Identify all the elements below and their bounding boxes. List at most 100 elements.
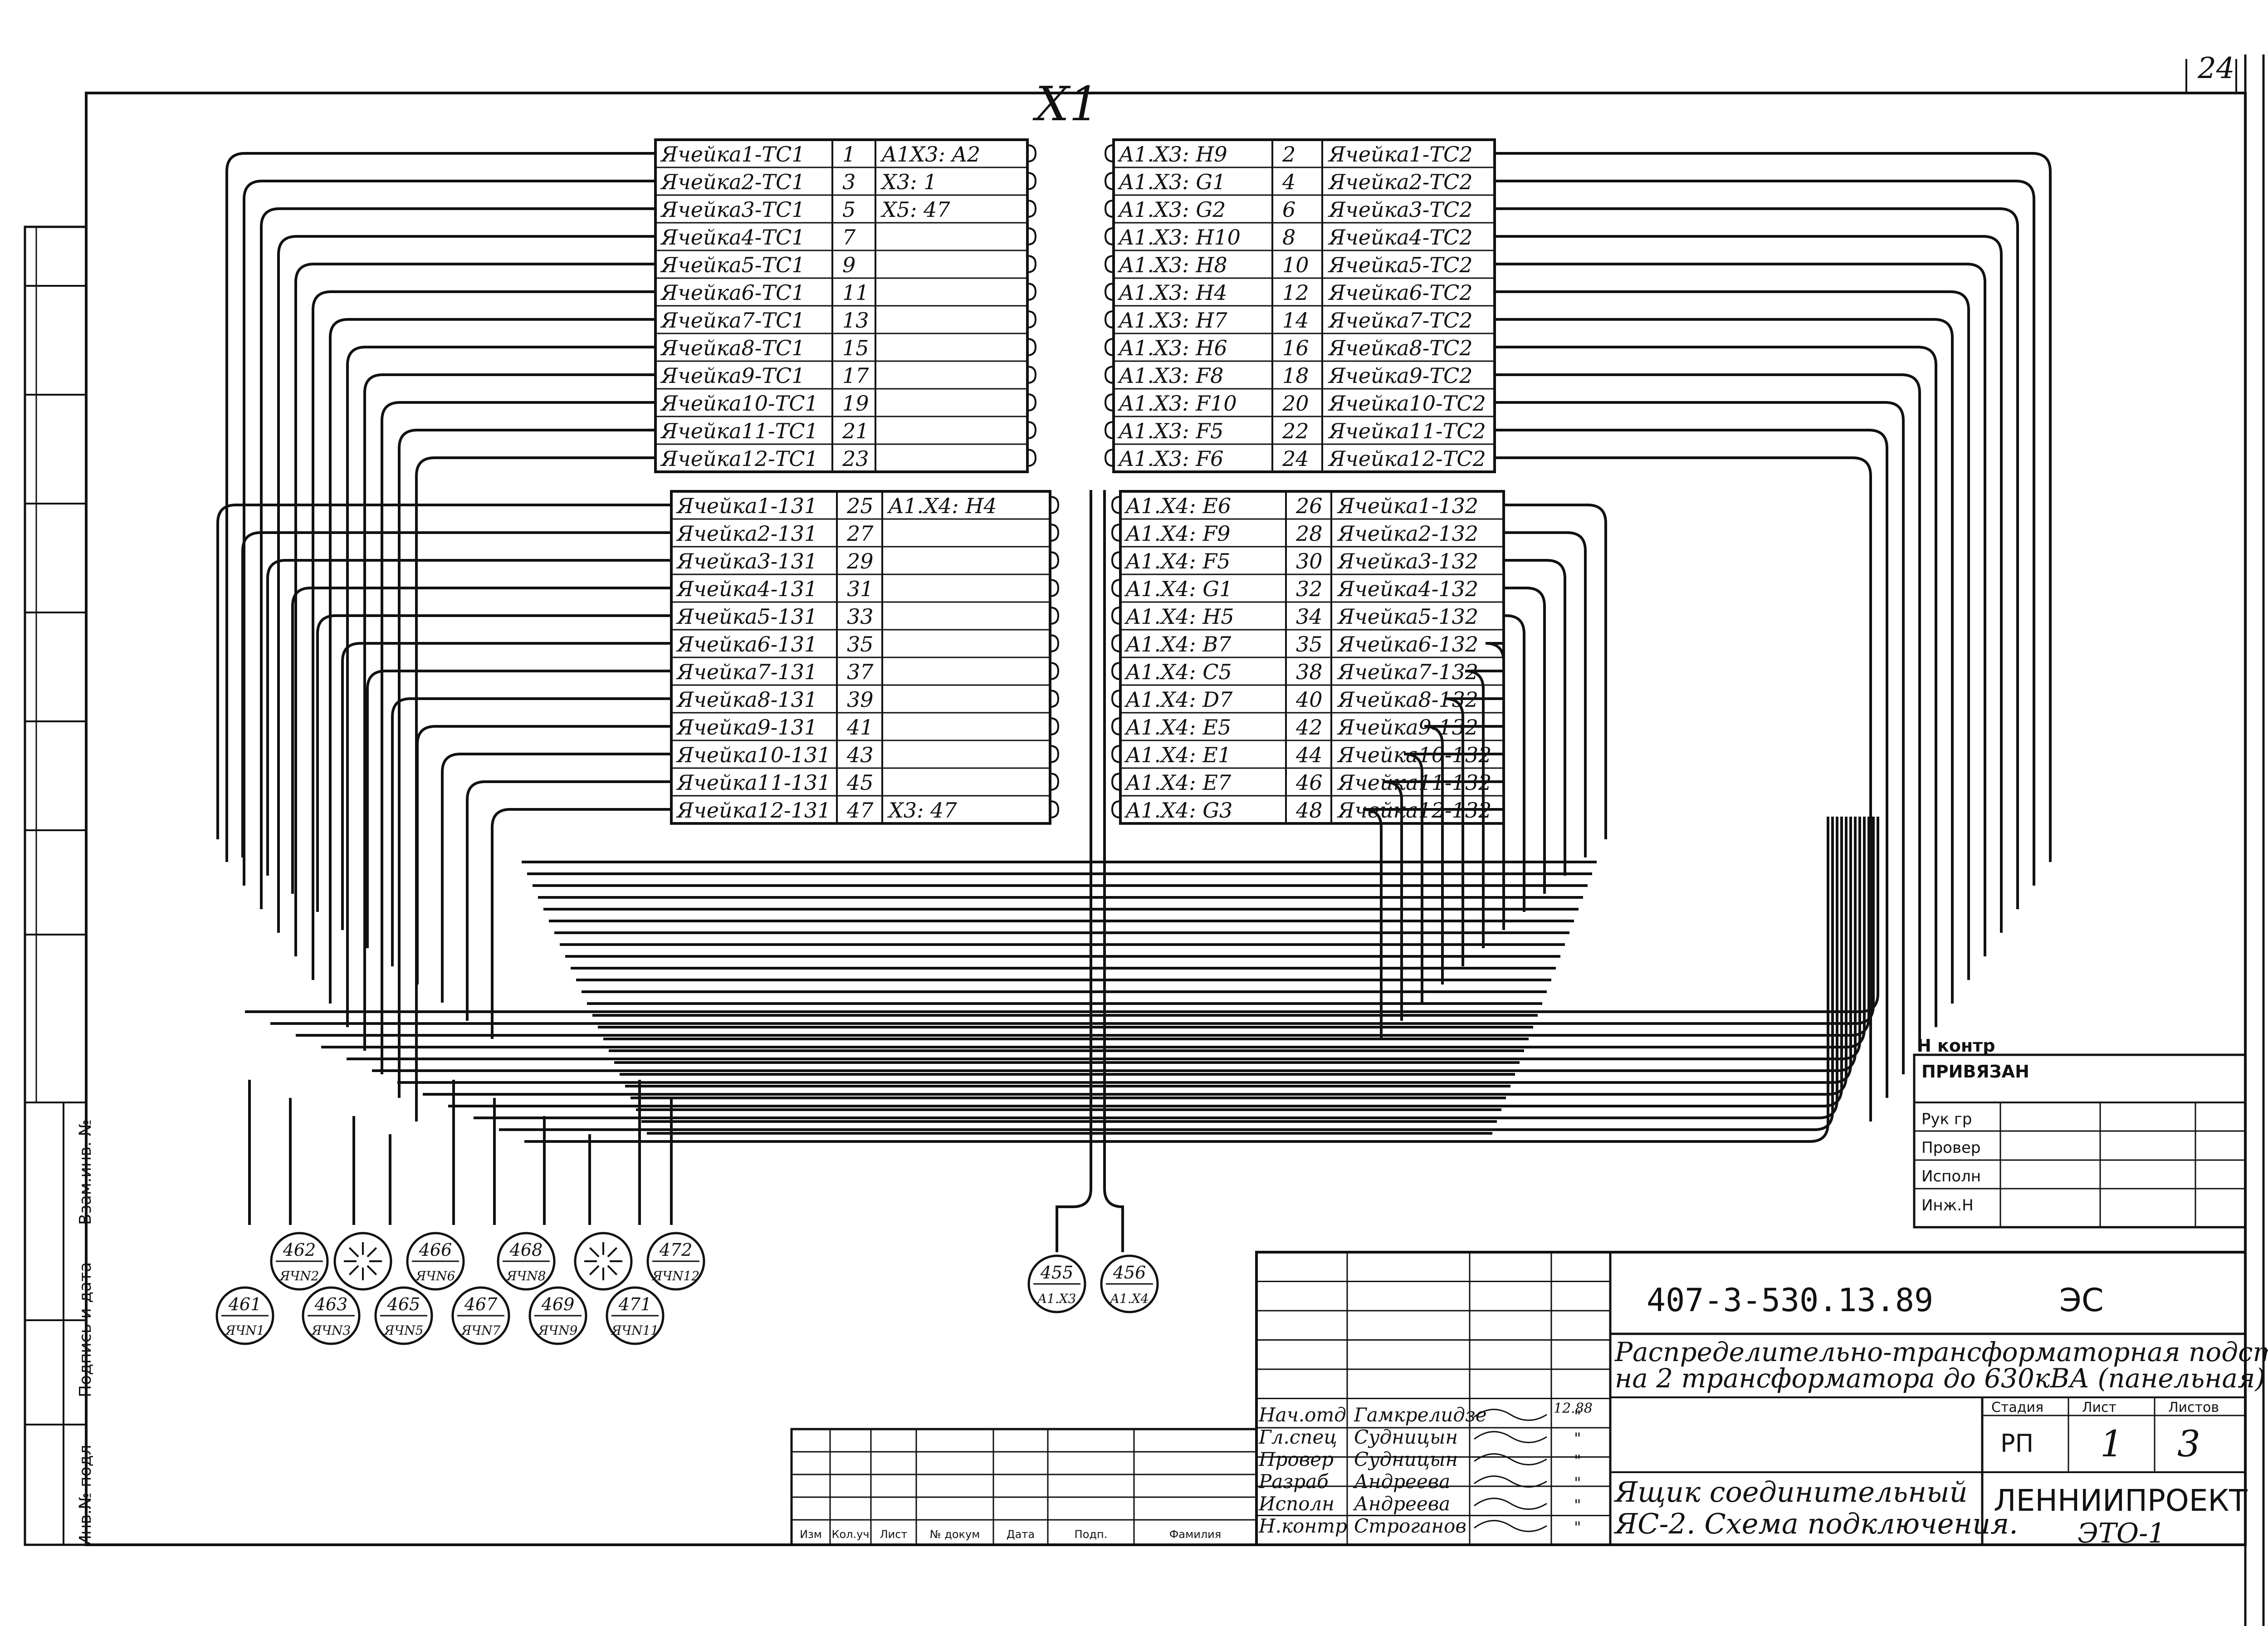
terminal-number: 21 bbox=[842, 419, 869, 443]
connector-tab bbox=[1027, 421, 1037, 439]
staff-role: Нач.отд bbox=[1258, 1404, 1346, 1426]
wire-right bbox=[1424, 725, 1504, 984]
approval-box-title: Н контр bbox=[1917, 1036, 1995, 1056]
plug-number: 455 bbox=[1040, 1263, 1074, 1283]
wire-left bbox=[381, 401, 655, 1074]
signature-scribble bbox=[1474, 1475, 1547, 1488]
revision-table-frame bbox=[790, 1428, 1258, 1546]
terminal-cell: Ячейка2-132 bbox=[1337, 521, 1478, 546]
plug-number: 463 bbox=[314, 1294, 348, 1314]
connector-tab bbox=[1104, 421, 1114, 439]
terminal-number: 26 bbox=[1295, 494, 1323, 518]
approval-row-label: Рук гр bbox=[1921, 1110, 1972, 1128]
connector-tab bbox=[1027, 310, 1037, 328]
terminal-number: 42 bbox=[1295, 715, 1323, 740]
terminal-cell: Ячейка8-TC1 bbox=[660, 336, 805, 360]
connector-tab bbox=[1104, 449, 1114, 467]
terminal-cell: A1.X4: F9 bbox=[1124, 521, 1230, 546]
wire-right bbox=[1495, 263, 1986, 956]
connector-tab bbox=[1111, 551, 1121, 569]
connector-tab bbox=[1050, 524, 1060, 542]
stage-header: Стадия bbox=[1991, 1400, 2043, 1415]
terminal-cell: Ячейка3-132 bbox=[1337, 549, 1478, 573]
wire-right bbox=[1363, 808, 1504, 1039]
terminal-cell: Ячейка4-131 bbox=[676, 577, 817, 601]
wire-right bbox=[1495, 346, 1937, 1027]
connector-tab bbox=[1027, 172, 1037, 190]
wire-left bbox=[225, 152, 655, 862]
wire-bus bbox=[524, 817, 1829, 1143]
wire-center bbox=[1103, 490, 1124, 1252]
connector-tab bbox=[1104, 227, 1114, 245]
connector-tab bbox=[1027, 338, 1037, 356]
connector-tab bbox=[1050, 662, 1060, 680]
wire-right bbox=[1504, 614, 1525, 912]
terminal-cell: Ячейка8-132 bbox=[1337, 687, 1478, 712]
terminal-number: 15 bbox=[842, 336, 869, 360]
plug-number: 465 bbox=[387, 1294, 420, 1314]
terminal-number: 18 bbox=[1282, 363, 1309, 388]
terminal-cell: A1.X4: B7 bbox=[1124, 632, 1232, 656]
plug-circle bbox=[333, 1232, 392, 1291]
drawing-frame bbox=[24, 54, 2265, 1626]
terminal-cell: A1.X4: H5 bbox=[1124, 604, 1234, 629]
terminal-cell: Ячейка11-TC2 bbox=[1328, 419, 1486, 443]
connector-tab bbox=[1111, 662, 1121, 680]
sheet-title: Ящик соединительный bbox=[1613, 1475, 1968, 1508]
ditto-mark: " bbox=[1574, 1430, 1581, 1448]
connector-tab bbox=[1111, 634, 1121, 652]
terminal-number: 7 bbox=[842, 225, 856, 250]
terminal-number: 35 bbox=[1296, 632, 1323, 656]
connector-tab bbox=[1111, 773, 1121, 791]
wire-right bbox=[1495, 180, 2035, 886]
terminal-number: 29 bbox=[846, 549, 874, 573]
terminal-number: 6 bbox=[1282, 197, 1295, 222]
terminal-number: 10 bbox=[1282, 253, 1309, 277]
wire-left bbox=[243, 180, 655, 886]
terminal-cell: A1.X4: E5 bbox=[1124, 715, 1231, 740]
terminal-cell: Ячейка10-132 bbox=[1337, 743, 1491, 767]
terminal-number: 37 bbox=[847, 660, 874, 684]
terminal-cell: Ячейка6-132 bbox=[1337, 632, 1478, 656]
wire-left bbox=[294, 263, 655, 956]
document-code: 407-3-530.13.89 bbox=[1647, 1282, 1933, 1319]
terminal-cell: X3: 1 bbox=[880, 170, 937, 194]
terminal-number: 17 bbox=[842, 363, 869, 388]
connector-tab bbox=[1111, 800, 1121, 818]
terminal-cell: Ячейка9-131 bbox=[676, 715, 817, 740]
plug-label: ЯЧN1 bbox=[225, 1323, 265, 1338]
terminal-cell: A1.X4: F5 bbox=[1124, 549, 1230, 573]
terminal-cell: Ячейка1-132 bbox=[1337, 494, 1478, 518]
connector-tab bbox=[1027, 449, 1037, 467]
terminal-number: 46 bbox=[1295, 770, 1323, 795]
signature-scribble bbox=[1474, 1409, 1547, 1421]
plug-label: ЯЧN5 bbox=[383, 1323, 424, 1338]
wire-left bbox=[491, 808, 671, 1039]
staff-role: Н.контр bbox=[1258, 1515, 1347, 1537]
terminal-cell: Ячейка11-131 bbox=[676, 770, 831, 795]
terminal-cell: A1.X4: G1 bbox=[1124, 577, 1232, 601]
connector-tab bbox=[1027, 283, 1037, 301]
ditto-mark: " bbox=[1574, 1474, 1581, 1492]
wire-left bbox=[391, 697, 671, 966]
terminal-cell: A1.X3: F8 bbox=[1117, 363, 1223, 388]
plug-number: 466 bbox=[419, 1240, 452, 1260]
staff-name: Андреева bbox=[1353, 1470, 1450, 1493]
